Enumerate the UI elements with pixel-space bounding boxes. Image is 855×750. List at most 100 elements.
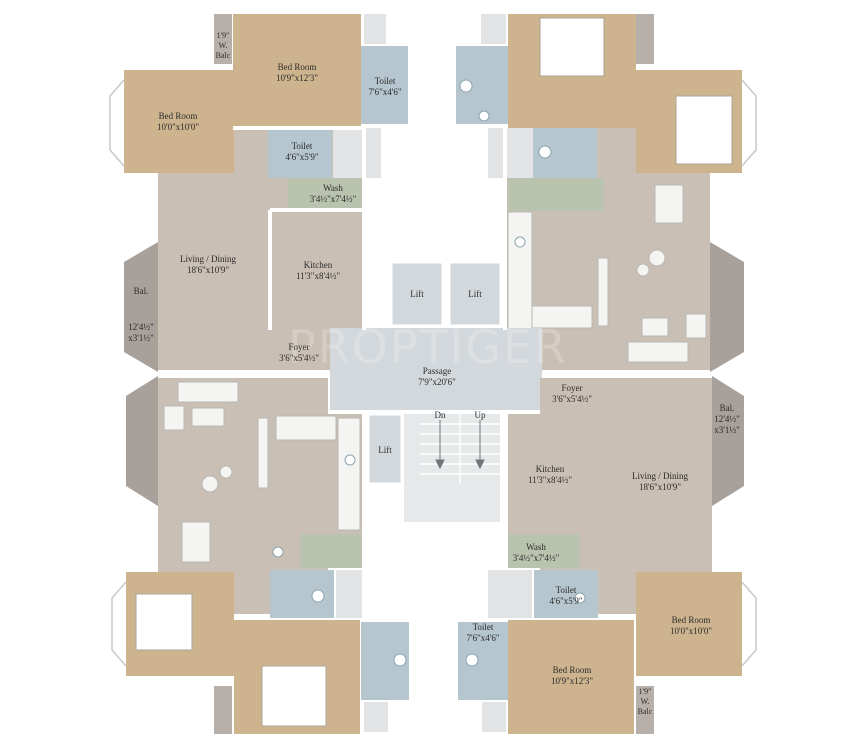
br-wash-name: Wash bbox=[526, 542, 546, 552]
tl-toilet1-size: 7'6"x4'6" bbox=[368, 87, 401, 97]
br-bedroom-2 bbox=[636, 572, 742, 676]
bl-stool-icon bbox=[219, 465, 233, 479]
br-bedroom1-name: Bed Room bbox=[553, 665, 592, 675]
tl-wash-name: Wash bbox=[323, 183, 343, 193]
flat-bottom-left bbox=[111, 376, 409, 734]
br-duct bbox=[482, 702, 506, 732]
bl-bed-1-icon bbox=[261, 665, 327, 727]
br-living-size: 18'6"x10'9" bbox=[639, 482, 681, 492]
tl-wbalc bbox=[214, 14, 232, 64]
tl-shaft bbox=[333, 128, 381, 178]
br-kitchen-name: Kitchen bbox=[536, 464, 565, 474]
br-wash-size: 3'4½"x7'4½" bbox=[513, 553, 560, 563]
passage-name: Passage bbox=[423, 366, 452, 376]
tl-wbalc-3: Balc bbox=[216, 51, 231, 60]
bl-toilet-2 bbox=[270, 570, 334, 618]
bl-wbalc bbox=[214, 686, 232, 734]
bl-sofa-icon bbox=[177, 381, 239, 403]
br-wbalc-2: W. bbox=[641, 697, 650, 706]
br-wc-icon bbox=[465, 653, 479, 667]
tl-bedroom1-name: Bed Room bbox=[278, 62, 317, 72]
tr-round-table-icon bbox=[648, 249, 666, 267]
br-bedroom2-name: Bed Room bbox=[672, 615, 711, 625]
tl-toilet1-name: Toilet bbox=[375, 76, 396, 86]
stair-dn-arrow-icon bbox=[435, 420, 445, 470]
tr-armchair-icon-2 bbox=[685, 313, 707, 339]
tr-wbalc bbox=[636, 14, 654, 64]
br-foyer-name: Foyer bbox=[562, 383, 583, 393]
lift-shaft-2 bbox=[447, 260, 503, 328]
br-wash bbox=[508, 534, 580, 568]
tl-bal-name: Bal. bbox=[134, 286, 149, 296]
bl-tv-unit-icon bbox=[257, 417, 269, 489]
tr-kitchen-counter-2 bbox=[531, 305, 593, 329]
br-kitchen-area bbox=[508, 414, 600, 534]
br-toilet1-size: 7'6"x4'6" bbox=[466, 633, 499, 643]
bl-duct bbox=[364, 702, 388, 732]
stair-dn-label: Dn bbox=[435, 410, 446, 420]
tl-kitchen-size: 11'3"x8'4½" bbox=[296, 271, 340, 281]
tl-toilet2-name: Toilet bbox=[292, 141, 313, 151]
bl-shaft bbox=[336, 570, 362, 618]
flat-top-right bbox=[456, 14, 757, 372]
br-basin-icon bbox=[574, 592, 586, 604]
tr-bed-1-icon bbox=[539, 17, 605, 77]
tl-wash-size: 3'4½"x7'4½" bbox=[310, 194, 357, 204]
br-bedroom2-window bbox=[741, 581, 757, 667]
tl-kitchen-name: Kitchen bbox=[304, 260, 333, 270]
tl-toilet-2 bbox=[268, 128, 332, 178]
tl-bedroom2-window bbox=[109, 79, 125, 167]
tl-wbalc-2: W. bbox=[219, 41, 228, 50]
tr-wash bbox=[508, 178, 604, 211]
tl-bal-size2: x3'1½" bbox=[128, 333, 154, 343]
tr-dining-table-icon bbox=[654, 184, 684, 224]
staircase bbox=[404, 414, 500, 522]
br-wbalc-3: Balc bbox=[638, 707, 653, 716]
tr-wc-icon bbox=[459, 79, 473, 93]
passage bbox=[330, 328, 542, 410]
br-balcony bbox=[712, 376, 744, 506]
br-toilet2-size: 4'6"x5'9" bbox=[549, 596, 582, 606]
br-bedroom-1 bbox=[508, 620, 634, 734]
bl-kitchen-counter bbox=[337, 417, 361, 531]
br-kitchen-size: 11'3"x8'4½" bbox=[528, 475, 572, 485]
tl-wash bbox=[288, 178, 362, 208]
bl-basin-icon bbox=[272, 546, 284, 558]
lift-shaft-1 bbox=[389, 260, 445, 328]
tl-bedroom2-size: 10'0"x10'0" bbox=[157, 122, 199, 132]
bl-hob-icon bbox=[344, 454, 356, 466]
bl-wc-icon bbox=[393, 653, 407, 667]
tr-duct bbox=[481, 14, 506, 44]
tl-bedroom-1 bbox=[233, 14, 361, 128]
tl-bedroom2-name: Bed Room bbox=[159, 111, 198, 121]
bl-dining-table-icon bbox=[181, 521, 211, 563]
tr-armchair-icon bbox=[641, 317, 669, 337]
lift-3-label: Lift bbox=[378, 445, 392, 455]
tl-living-name: Living / Dining bbox=[180, 254, 236, 264]
bl-kitchen-counter-2 bbox=[275, 415, 337, 441]
flat-bottom-right bbox=[458, 376, 757, 734]
passage-size: 7'9"x20'6" bbox=[418, 377, 456, 387]
br-toilet1-name: Toilet bbox=[473, 622, 494, 632]
br-shaft bbox=[488, 570, 532, 618]
br-toilet-2 bbox=[534, 570, 598, 618]
tr-stool-icon bbox=[636, 263, 650, 277]
stair-up-arrow-icon bbox=[475, 420, 485, 470]
br-wbalc-1: 1'9" bbox=[639, 687, 652, 696]
br-toilet2-name: Toilet bbox=[556, 585, 577, 595]
tl-bedroom1-size: 10'9"x12'3" bbox=[276, 73, 318, 83]
bl-round-table-icon bbox=[201, 475, 219, 493]
lift-1-label: Lift bbox=[410, 289, 424, 299]
tr-tv-unit-icon bbox=[597, 257, 609, 327]
tr-hob-icon bbox=[514, 236, 526, 248]
tl-toilet2-size: 4'6"x5'9" bbox=[285, 152, 318, 162]
tr-wc-2-icon bbox=[538, 145, 552, 159]
watermark: PROPTIGER bbox=[288, 320, 568, 374]
tl-foyer-name: Foyer bbox=[289, 342, 310, 352]
stair-steps bbox=[420, 414, 500, 484]
br-bal-size2: x3'1½" bbox=[714, 425, 740, 435]
br-bal-size1: 12'4½" bbox=[714, 414, 740, 424]
bl-bed-2-icon bbox=[135, 593, 193, 651]
br-bedroom2-size: 10'0"x10'0" bbox=[670, 626, 712, 636]
tr-sofa-icon bbox=[627, 341, 689, 363]
